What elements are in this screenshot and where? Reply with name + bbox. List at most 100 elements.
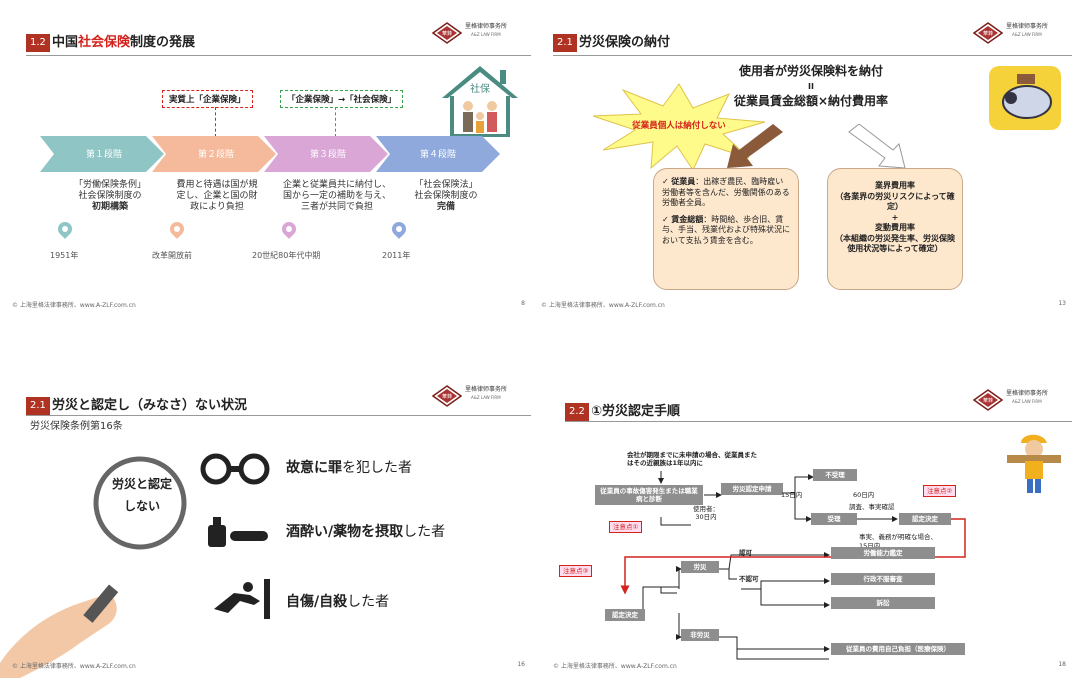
year-1951: 1951年 <box>50 251 79 260</box>
magnifier-hand-icon <box>0 456 187 678</box>
footer: © 上海里格法律事務所、www.A-ZLF.com.cn <box>553 663 677 670</box>
box-lawsuit: 訴訟 <box>831 597 935 609</box>
svg-text:華鋒: 華鋒 <box>983 397 993 404</box>
box-rousai: 労災 <box>681 561 719 573</box>
box-diagnosis: 従業員の事故傷害発生または職業病と診断 <box>595 485 703 505</box>
footer: © 上海里格法律事務所、www.A-ZLF.com.cn <box>12 302 136 309</box>
arrow-down-left-icon <box>727 124 783 168</box>
callout-to-social-insurance: 「企業保険」→「社会保険」 <box>280 90 404 108</box>
stage-1-desc: 「労働保険条例」社会保険制度の初期構築 <box>73 180 146 212</box>
slide-non-recognition-cases[interactable]: 2.1 労災と認定し（みなさ）ない状況 華鋒 里格律师事务所 A&Z LAW F… <box>0 343 541 686</box>
svg-text:華鋒: 華鋒 <box>983 30 993 37</box>
page-number: 13 <box>1058 300 1066 307</box>
item-crime: 故意に罪を犯した者 <box>286 460 412 476</box>
timeline-pin <box>389 219 409 239</box>
stage-2-label: 第２段階 <box>197 150 234 160</box>
label-disapprove: 不認可 <box>739 575 759 583</box>
lens-text: 労災と認定しない <box>112 477 173 513</box>
box-apply: 労災認定申請 <box>721 483 783 495</box>
page-number: 8 <box>521 300 525 307</box>
stage-3-label: 第３段階 <box>309 150 346 160</box>
top-note: 会社が期限までに未申請の場合、従業員またはその近親族は1年以内に <box>627 451 757 467</box>
timeline-pin <box>55 219 75 239</box>
label-employer-30days: 使用者：30日内 <box>693 505 719 521</box>
stage-4-desc: 「社会保険法」社会保険制度の完備 <box>414 180 478 212</box>
subtitle: 労災保険条例第16条 <box>30 421 123 432</box>
section-number: 2.2 <box>565 403 589 421</box>
bottle-drugs-icon <box>208 517 268 547</box>
firm-logo: 華鋒 里格律师事务所 A&Z LAW FIRM <box>432 22 527 44</box>
callout-enterprise-insurance: 実質上「企業保険」 <box>162 90 253 108</box>
flow-connectors <box>620 471 966 660</box>
arrow-down-right-icon <box>848 124 906 168</box>
box-reject: 不受理 <box>813 469 857 481</box>
slide-title: 中国社会保険制度の発展 <box>52 35 196 50</box>
handcuffs-icon <box>200 453 270 485</box>
label-15days-b: 15日内 <box>859 542 881 550</box>
slide-title: 労災と認定し（みなさ）ない状況 <box>52 398 248 413</box>
footer: © 上海里格法律事務所、www.A-ZLF.com.cn <box>12 663 136 670</box>
burst-text: 従業員個人は納付しない <box>632 121 726 131</box>
slide-social-insurance-history[interactable]: 1.2 中国社会保険制度の発展 華鋒 里格律师事务所 A&Z LAW FIRM … <box>0 0 541 343</box>
firm-logo: 華鋒 里格律师事务所 A&Z LAW FIRM <box>973 389 1068 411</box>
seal-icon: 華鋒 <box>973 22 1003 44</box>
stage-3-desc: 企業と従業員共に納付し、国から一定の補助を与え、三者が共同で負担 <box>282 180 391 212</box>
firm-logo: 華鋒 里格律师事务所 A&Z LAW FIRM <box>432 385 527 407</box>
section-number: 2.1 <box>553 34 577 52</box>
svg-text:華鋒: 華鋒 <box>442 393 452 400</box>
slide-recognition-procedure[interactable]: 2.2 ①労災認定手順 華鋒 里格律师事务所 A&Z LAW FIRM 会社が期… <box>541 343 1082 686</box>
stage-arrows <box>40 136 500 172</box>
callout-connector <box>335 107 336 137</box>
note-3: 注意点③ <box>559 565 593 577</box>
rate-definition-box: 業界費用率（各業界の労災リスクによって確定）+変動費用率（本組織の労災発生率、労… <box>827 168 963 290</box>
callout-connector <box>215 107 216 137</box>
year-1980s: 20世紀80年代中期 <box>252 251 321 260</box>
worker-icon <box>1007 434 1061 493</box>
slide-title: ①労災認定手順 <box>591 404 681 419</box>
seal-icon: 華鋒 <box>432 385 462 407</box>
label-investigate: 調査、事実確認 <box>849 503 895 511</box>
page-number: 16 <box>517 661 525 668</box>
box-non-rousai: 非労災 <box>681 629 719 641</box>
timeline-pin <box>279 219 299 239</box>
year-2011: 2011年 <box>382 251 411 260</box>
seal-icon: 華鋒 <box>973 389 1003 411</box>
box-self-pay: 従業員の費用自己負担（医療保険） <box>831 643 965 655</box>
stage-4-label: 第４段階 <box>419 150 456 160</box>
svg-text:華鋒: 華鋒 <box>442 30 452 37</box>
note-2: 注意点② <box>923 485 957 497</box>
slide-title: 労災保険の納付 <box>579 35 671 50</box>
title-rule <box>26 415 531 416</box>
svg-text:社保: 社保 <box>470 82 490 95</box>
title-rule <box>26 55 531 56</box>
stage-2-desc: 費用と待遇は国が規定し、企業と国の財政により負担 <box>176 180 258 212</box>
slide-premium-payment[interactable]: 2.1 労災保険の納付 華鋒 里格律师事务所 A&Z LAW FIRM 使用者が… <box>541 0 1082 343</box>
page-number: 18 <box>1058 661 1066 668</box>
item-intoxication: 酒酔い/薬物を摂取した者 <box>286 524 446 540</box>
box-accept: 受理 <box>811 513 857 525</box>
self-harm-icon <box>214 579 270 619</box>
piggy-bank-icon <box>989 66 1061 130</box>
year-pre-reform: 改革開放前 <box>152 251 192 260</box>
section-number: 2.1 <box>26 397 50 415</box>
footer: © 上海里格法律事務所、www.A-ZLF.com.cn <box>541 302 665 309</box>
box-admin-review: 行政不服審査 <box>831 573 935 585</box>
section-number: 1.2 <box>26 34 50 52</box>
note-1: 注意点① <box>609 521 643 533</box>
label-clear-facts: 事実、義務が明確な場合、 <box>859 533 937 541</box>
firm-logo: 華鋒 里格律师事务所 A&Z LAW FIRM <box>973 22 1068 44</box>
label-approve: 認可 <box>739 549 752 557</box>
timeline-pin <box>167 219 187 239</box>
label-60days: 60日内 <box>853 491 875 499</box>
employee-definition-box: ✓ 従業員：出稼ぎ農民、臨時雇い労働者等を含んだ、労働関係のある労働者全員。 ✓… <box>653 168 799 290</box>
house-family-icon: 社保 <box>442 66 518 137</box>
title-rule <box>553 55 1072 56</box>
item-self-harm: 自傷/自殺した者 <box>286 594 390 610</box>
seal-icon: 華鋒 <box>432 22 462 44</box>
burst-shape <box>592 83 766 172</box>
label-15days: 15日内 <box>781 491 803 499</box>
box-decision: 認定決定 <box>899 513 951 525</box>
title-rule <box>565 421 1072 422</box>
stage-1-label: 第１段階 <box>85 150 122 160</box>
